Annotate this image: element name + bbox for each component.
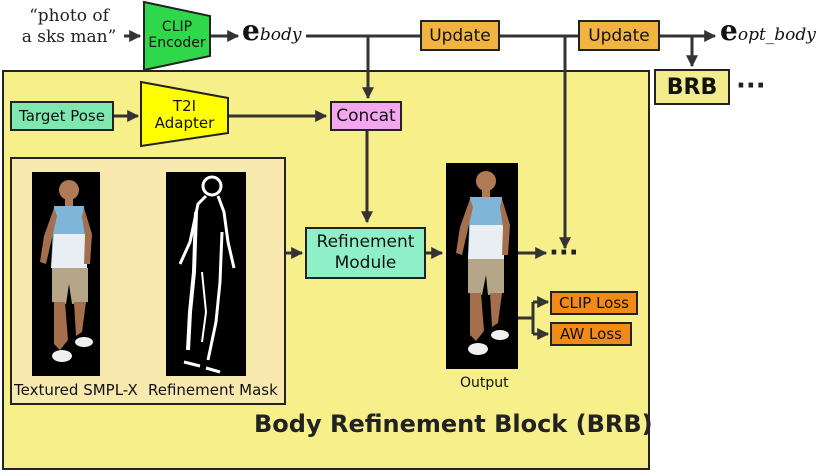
target-pose-box: Target Pose <box>10 101 114 131</box>
textured-body-figure <box>40 180 93 362</box>
clip-encoder: CLIP Encoder <box>144 19 210 51</box>
target-pose-label: Target Pose <box>19 107 105 125</box>
aw-loss-label: AW Loss <box>560 325 622 343</box>
ellipsis-right: ··· <box>736 71 766 101</box>
embedding-opt-symbol: e <box>720 14 738 47</box>
refinement-mask-image <box>166 172 246 376</box>
clip-encoder-line-1: CLIP <box>161 19 193 35</box>
brb-next-label: BRB <box>666 74 718 100</box>
embedding-body-symbol: e <box>242 14 260 47</box>
clip-encoder-shape <box>143 0 211 72</box>
prompt-line-2: a sks man” <box>21 27 117 47</box>
clip-loss-label: CLIP Loss <box>559 294 629 312</box>
refinement-line-1: Refinement <box>316 232 415 252</box>
output-image <box>446 163 518 369</box>
aw-loss-box: AW Loss <box>550 322 632 346</box>
clip-loss-box: CLIP Loss <box>550 291 638 315</box>
update-label-2: Update <box>588 25 650 46</box>
update-box-1: Update <box>420 20 500 51</box>
embedding-opt-subscript: opt_body <box>737 25 816 45</box>
mask-silhouette <box>178 175 236 374</box>
brb-next-box: BRB <box>654 69 730 105</box>
embedding-body: ebody <box>242 14 301 47</box>
caption-refinement-mask: Refinement Mask <box>148 381 278 399</box>
t2i-adapter-shape <box>140 80 229 148</box>
caption-output: Output <box>460 375 509 391</box>
embedding-opt-body: eopt_body <box>720 14 816 47</box>
update-box-2: Update <box>578 20 660 51</box>
update-label-1: Update <box>429 25 491 46</box>
t2i-line-2: Adapter <box>154 114 215 132</box>
ellipsis-mid: ··· <box>549 238 579 268</box>
brb-title: Body Refinement Block (BRB) <box>254 410 653 438</box>
t2i-adapter: T2I Adapter <box>141 98 228 132</box>
t2i-line-1: T2I <box>172 97 197 115</box>
prompt-line-1: “photo of <box>29 6 109 26</box>
output-body-figure <box>456 171 510 355</box>
refinement-module-box: Refinement Module <box>305 227 426 279</box>
textured-smplx-image <box>32 172 100 376</box>
concat-label: Concat <box>336 106 396 126</box>
embedding-body-subscript: body <box>259 25 302 45</box>
refinement-line-2: Module <box>334 253 397 273</box>
concat-box: Concat <box>330 101 402 131</box>
clip-encoder-line-2: Encoder <box>148 35 206 51</box>
caption-textured-smplx: Textured SMPL-X <box>14 381 138 399</box>
text-prompt: “photo of a sks man” <box>8 6 130 48</box>
